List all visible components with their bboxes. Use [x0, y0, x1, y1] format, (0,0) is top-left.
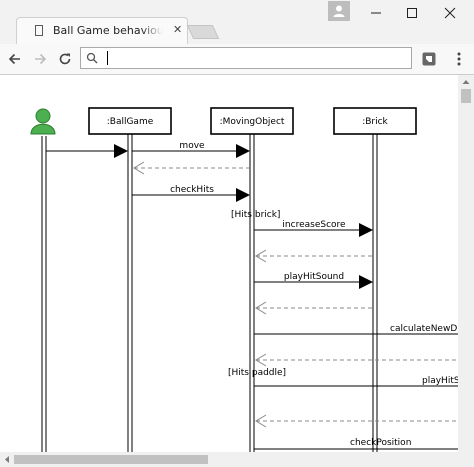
guard-hits-brick: [Hits brick]: [231, 210, 280, 220]
message-checkhits[interactable]: checkHits: [132, 185, 250, 202]
message-label: calculateNewDirection: [390, 324, 458, 334]
forward-button[interactable]: [31, 50, 49, 68]
forward-arrow-icon: [35, 53, 47, 65]
address-bar[interactable]: [80, 47, 412, 69]
activation-ballgame: [127, 134, 133, 452]
close-icon: [444, 7, 456, 19]
maximize-icon: [407, 8, 417, 18]
profile-button[interactable]: [328, 1, 350, 21]
message-label: checkHits: [170, 185, 214, 195]
return-arrow: [255, 301, 373, 315]
menu-icon: [457, 52, 461, 66]
menu-button[interactable]: [450, 50, 468, 68]
return-arrow: [133, 161, 250, 175]
message-calculatenewdirection[interactable]: calculateNewDirection: [254, 324, 458, 335]
reload-button[interactable]: [56, 50, 74, 68]
activation-movingobject: [249, 134, 255, 452]
back-arrow-icon: [8, 53, 20, 65]
message-label: move: [179, 141, 205, 151]
horizontal-scrollbar[interactable]: [0, 452, 474, 467]
minimize-button[interactable]: [358, 2, 394, 22]
return-arrow: [255, 249, 373, 263]
return-arrow: [255, 353, 458, 367]
close-window-button[interactable]: [432, 2, 468, 22]
message-increasescore[interactable]: increaseScore: [254, 220, 373, 237]
extension-button[interactable]: [420, 50, 438, 68]
title-bar: Ball Game behaviour - Draw.io ✕: [0, 0, 474, 44]
actor-lifeline: [41, 136, 47, 452]
browser-tab[interactable]: Ball Game behaviour - Draw.io ✕: [16, 17, 188, 44]
message-move[interactable]: move: [132, 141, 250, 158]
address-input[interactable]: [103, 50, 403, 65]
message-arrow-start[interactable]: [46, 144, 128, 158]
scroll-up-icon[interactable]: [458, 76, 474, 88]
minimize-icon: [371, 12, 381, 14]
message-checkposition[interactable]: checkPosition: [254, 438, 458, 450]
reload-icon: [59, 53, 71, 65]
page-content: :BallGame :MovingObject :Brick: [0, 75, 458, 452]
return-arrow: [255, 414, 458, 428]
browser-toolbar: [0, 44, 474, 75]
text-caret: [107, 51, 108, 65]
message-playhitsound[interactable]: playHitSound: [254, 272, 373, 289]
new-tab-button[interactable]: [186, 25, 220, 39]
maximize-button[interactable]: [394, 2, 430, 22]
message-label: increaseScore: [282, 220, 346, 230]
message-label: checkPosition: [350, 438, 411, 448]
horizontal-scroll-thumb[interactable]: [14, 455, 208, 464]
activation-brick: [372, 134, 378, 452]
search-icon: [86, 52, 98, 64]
actor-figure[interactable]: [30, 108, 56, 135]
tab-title: Ball Game behaviour - Draw.io: [53, 24, 163, 37]
vertical-scroll-thumb[interactable]: [461, 89, 471, 103]
message-label: playHitSound: [284, 272, 344, 282]
actor-head: [35, 108, 51, 124]
lifeline-label: :Brick: [362, 117, 388, 127]
lifeline-label: :BallGame: [107, 117, 154, 127]
message-playhitsound-2[interactable]: playHitSound: [254, 376, 458, 387]
guard-hits-paddle: [Hits paddle]: [228, 368, 286, 378]
lifeline-label: :MovingObject: [220, 117, 285, 127]
actor-body: [30, 123, 56, 135]
lifeline-brick[interactable]: :Brick: [333, 107, 417, 135]
scroll-left-icon[interactable]: [1, 452, 13, 467]
extension-icon: [422, 52, 436, 66]
sequence-diagram: :BallGame :MovingObject :Brick: [30, 107, 458, 452]
vertical-scrollbar[interactable]: [458, 75, 474, 452]
message-label: playHitSound: [422, 376, 458, 386]
document-icon: [35, 25, 43, 36]
person-icon: [333, 5, 345, 17]
lifeline-movingobject[interactable]: :MovingObject: [210, 107, 294, 135]
lifeline-ballgame[interactable]: :BallGame: [88, 107, 172, 135]
back-button[interactable]: [6, 50, 24, 68]
tab-close-button[interactable]: ✕: [173, 23, 183, 36]
